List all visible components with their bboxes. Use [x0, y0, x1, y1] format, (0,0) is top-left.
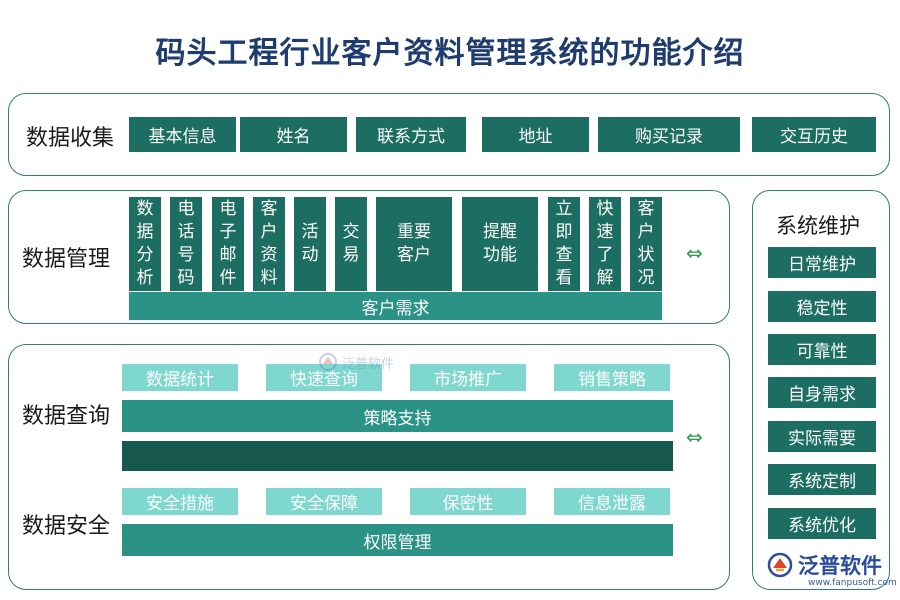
collection-item-purchase: 购买记录 — [598, 117, 740, 152]
logo-url: www.fanpusoft.com — [808, 578, 897, 588]
security-item-info-leak: 信息泄露 — [554, 488, 670, 515]
maintenance-item-daily: 日常维护 — [768, 247, 876, 278]
query-label: 数据查询 — [22, 404, 111, 429]
security-label: 数据安全 — [22, 514, 111, 539]
security-item-confidentiality: 保密性 — [410, 488, 526, 515]
management-item-phone: 电话号码 — [170, 197, 202, 291]
maintenance-item-actual-needs: 实际需要 — [768, 421, 876, 452]
maintenance-item-optimization: 系统优化 — [768, 508, 876, 539]
maintenance-item-reliability: 可靠性 — [768, 334, 876, 365]
separator-bar — [122, 441, 673, 471]
security-item-guarantee: 安全保障 — [266, 488, 382, 515]
management-item-transaction: 交易 — [335, 197, 367, 291]
collection-item-history: 交互历史 — [752, 117, 876, 152]
maintenance-item-own-needs: 自身需求 — [768, 377, 876, 408]
double-arrow-icon: ⇔ — [686, 425, 703, 449]
fanpu-logo-icon — [767, 552, 793, 578]
management-item-instant-view: 立即查看 — [548, 197, 580, 291]
watermark-text: 泛普软件 — [342, 356, 395, 372]
logo-text: 泛普软件 — [798, 554, 882, 578]
security-bar-permission: 权限管理 — [122, 524, 673, 556]
collection-item-address: 地址 — [482, 117, 589, 152]
query-bar-strategy-support: 策略支持 — [122, 400, 673, 432]
management-item-key-customer: 重要客户 — [376, 197, 452, 291]
collection-label: 数据收集 — [26, 126, 115, 151]
collection-item-name: 姓名 — [240, 117, 347, 152]
maintenance-label: 系统维护 — [776, 214, 860, 238]
query-item-quick-search: 快速查询 — [266, 364, 382, 391]
management-item-reminder: 提醒功能 — [462, 197, 538, 291]
query-item-statistics: 数据统计 — [122, 364, 238, 391]
security-item-measures: 安全措施 — [122, 488, 238, 515]
query-item-marketing: 市场推广 — [410, 364, 526, 391]
management-item-email: 电子邮件 — [212, 197, 244, 291]
collection-item-basic-info: 基本信息 — [129, 117, 236, 152]
center-watermark: 泛普软件 — [318, 352, 394, 372]
fanpu-logo-icon — [319, 353, 337, 371]
query-item-sales-strategy: 销售策略 — [554, 364, 670, 391]
management-label: 数据管理 — [22, 247, 111, 272]
management-item-quick-understand: 快速了解 — [589, 197, 621, 291]
management-item-activity: 活动 — [294, 197, 326, 291]
management-bar-customer-needs: 客户需求 — [129, 292, 662, 320]
page-title: 码头工程行业客户资料管理系统的功能介绍 — [155, 36, 745, 71]
brand-logo: 泛普软件 — [766, 550, 882, 580]
double-arrow-icon: ⇔ — [686, 241, 703, 265]
management-item-data-analysis: 数据分析 — [129, 197, 161, 291]
maintenance-item-stability: 稳定性 — [768, 291, 876, 322]
management-item-customer-data: 客户资料 — [253, 197, 285, 291]
collection-item-contact: 联系方式 — [356, 117, 466, 152]
management-item-customer-status: 客户状况 — [630, 197, 662, 291]
maintenance-item-customization: 系统定制 — [768, 464, 876, 495]
